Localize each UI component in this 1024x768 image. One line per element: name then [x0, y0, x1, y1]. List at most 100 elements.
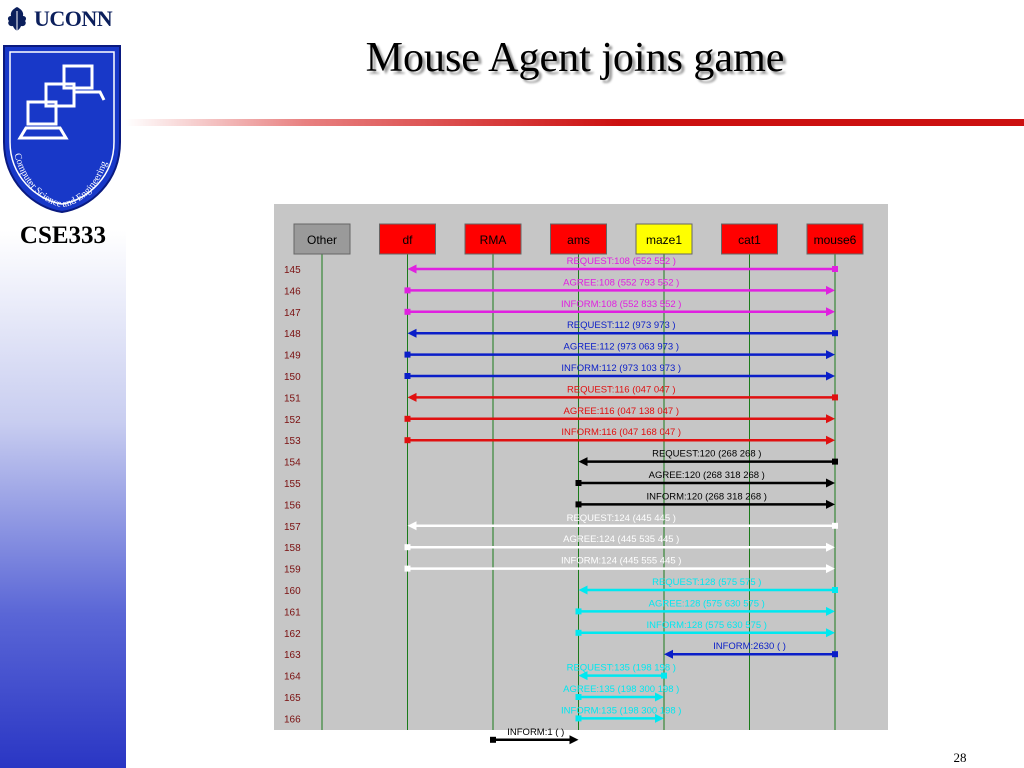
arrowhead: [826, 564, 835, 574]
message-origin: [404, 565, 411, 572]
message-label: INFORM:1 ( ): [507, 727, 564, 738]
arrowhead: [664, 649, 673, 659]
message-origin: [832, 458, 838, 465]
row-number: 155: [284, 479, 301, 490]
message-label: INFORM:108 (552 833 552 ): [561, 299, 681, 310]
agent-box: [464, 223, 522, 255]
message-origin: [490, 736, 496, 743]
row-number: 147: [284, 308, 301, 319]
arrowhead: [826, 435, 835, 445]
row-number: 156: [284, 500, 301, 511]
message-origin: [404, 308, 411, 315]
message-label: INFORM:112 (973 103 973 ): [561, 363, 681, 374]
message-label: REQUEST:116 (047 047 ): [567, 384, 676, 395]
message-label: REQUEST:135 (198 198 ): [567, 663, 676, 674]
agent-label: ams: [567, 233, 590, 247]
course-label: CSE333: [19, 222, 107, 249]
message-label: INFORM:120 (268 318 268 ): [647, 491, 767, 502]
agent-label: maze1: [646, 233, 682, 247]
computer-network-icon: [17, 64, 106, 140]
arrowhead: [826, 307, 835, 317]
message-label: AGREE:112 (973 063 973 ): [564, 342, 679, 353]
arrowhead: [578, 585, 588, 595]
row-number: 149: [284, 351, 301, 362]
row-number: 161: [284, 607, 301, 618]
row-number: 146: [284, 286, 301, 297]
slide-title: Mouse Agent joins game: [365, 35, 785, 81]
row-number: 151: [284, 393, 301, 404]
message-origin: [404, 437, 411, 444]
row-number: 154: [284, 458, 301, 469]
row-number: 150: [284, 372, 301, 383]
message-origin: [575, 608, 582, 615]
agent-box: [806, 223, 864, 255]
message-label: AGREE:124 (445 535 445 ): [563, 534, 679, 545]
agent-label: RMA: [480, 233, 507, 247]
message-label: REQUEST:124 (445 445 ): [567, 513, 676, 524]
message-label: AGREE:108 (552 793 552 ): [563, 277, 679, 288]
arrowhead: [578, 457, 588, 467]
message-label: AGREE:120 (268 318 268 ): [649, 470, 765, 481]
message-origin: [575, 480, 582, 486]
arrowhead: [826, 542, 835, 552]
message-label: INFORM:128 (575 630 575 ): [647, 620, 767, 631]
message-label: REQUEST:120 (268 268 ): [652, 449, 761, 460]
row-number: 166: [284, 714, 301, 725]
arrowhead: [826, 371, 835, 381]
arrowhead: [407, 264, 417, 274]
page-number: 28: [953, 750, 967, 765]
message-label: INFORM:2630 ( ): [713, 641, 786, 652]
arrowhead: [826, 606, 835, 616]
row-number: 145: [284, 265, 301, 276]
message-origin: [832, 330, 838, 337]
arrowhead: [569, 735, 579, 745]
arrowhead: [407, 328, 417, 338]
arrowhead: [826, 350, 835, 360]
arrowhead: [826, 628, 835, 638]
oak-leaf-icon: [7, 7, 27, 31]
cse-shield-logo: Computer Science and Engineering: [3, 45, 121, 214]
agent-label: mouse6: [814, 233, 857, 247]
row-number: 153: [284, 436, 301, 447]
agent-box: [379, 223, 436, 255]
message-origin: [404, 415, 411, 422]
arrowhead: [655, 713, 664, 723]
message-origin: [832, 522, 838, 529]
message-origin: [832, 266, 838, 272]
row-number: 158: [284, 543, 301, 554]
arrowhead: [578, 671, 588, 681]
message-label: INFORM:135 (198 300 198 ): [561, 705, 681, 716]
agent-label: cat1: [738, 233, 761, 247]
message-origin: [575, 694, 582, 700]
message-origin: [832, 587, 838, 593]
agent-box: [721, 223, 778, 255]
message-label: AGREE:128 (575 630 575 ): [649, 598, 765, 609]
row-number: 152: [284, 415, 301, 426]
arrowhead: [826, 478, 835, 488]
arrowhead: [655, 692, 664, 702]
agent-box: [635, 223, 693, 255]
message-origin: [404, 287, 411, 294]
sidebar: UCONN Computer Science and Engineering C…: [0, 0, 126, 768]
message-label: AGREE:116 (047 138 047 ): [564, 406, 679, 417]
row-number: 148: [284, 329, 301, 340]
agent-box: [550, 223, 607, 255]
message-origin: [404, 373, 411, 379]
message-label: REQUEST:108 (552 552 ): [567, 256, 676, 267]
message-origin: [575, 629, 582, 636]
message-origin: [575, 501, 582, 508]
message-label: INFORM:116 (047 168 047 ): [561, 427, 681, 438]
row-number: 165: [284, 693, 301, 704]
message-label: INFORM:124 (445 555 445 ): [561, 556, 681, 567]
arrowhead: [826, 499, 835, 509]
row-number: 157: [284, 522, 301, 533]
arrowhead: [826, 285, 835, 295]
arrowhead: [826, 414, 835, 424]
agent-label: df: [402, 233, 413, 247]
message-origin: [661, 672, 667, 679]
arrowhead: [407, 521, 417, 531]
message-origin: [404, 351, 411, 358]
uconn-logo: UCONN: [4, 6, 113, 32]
